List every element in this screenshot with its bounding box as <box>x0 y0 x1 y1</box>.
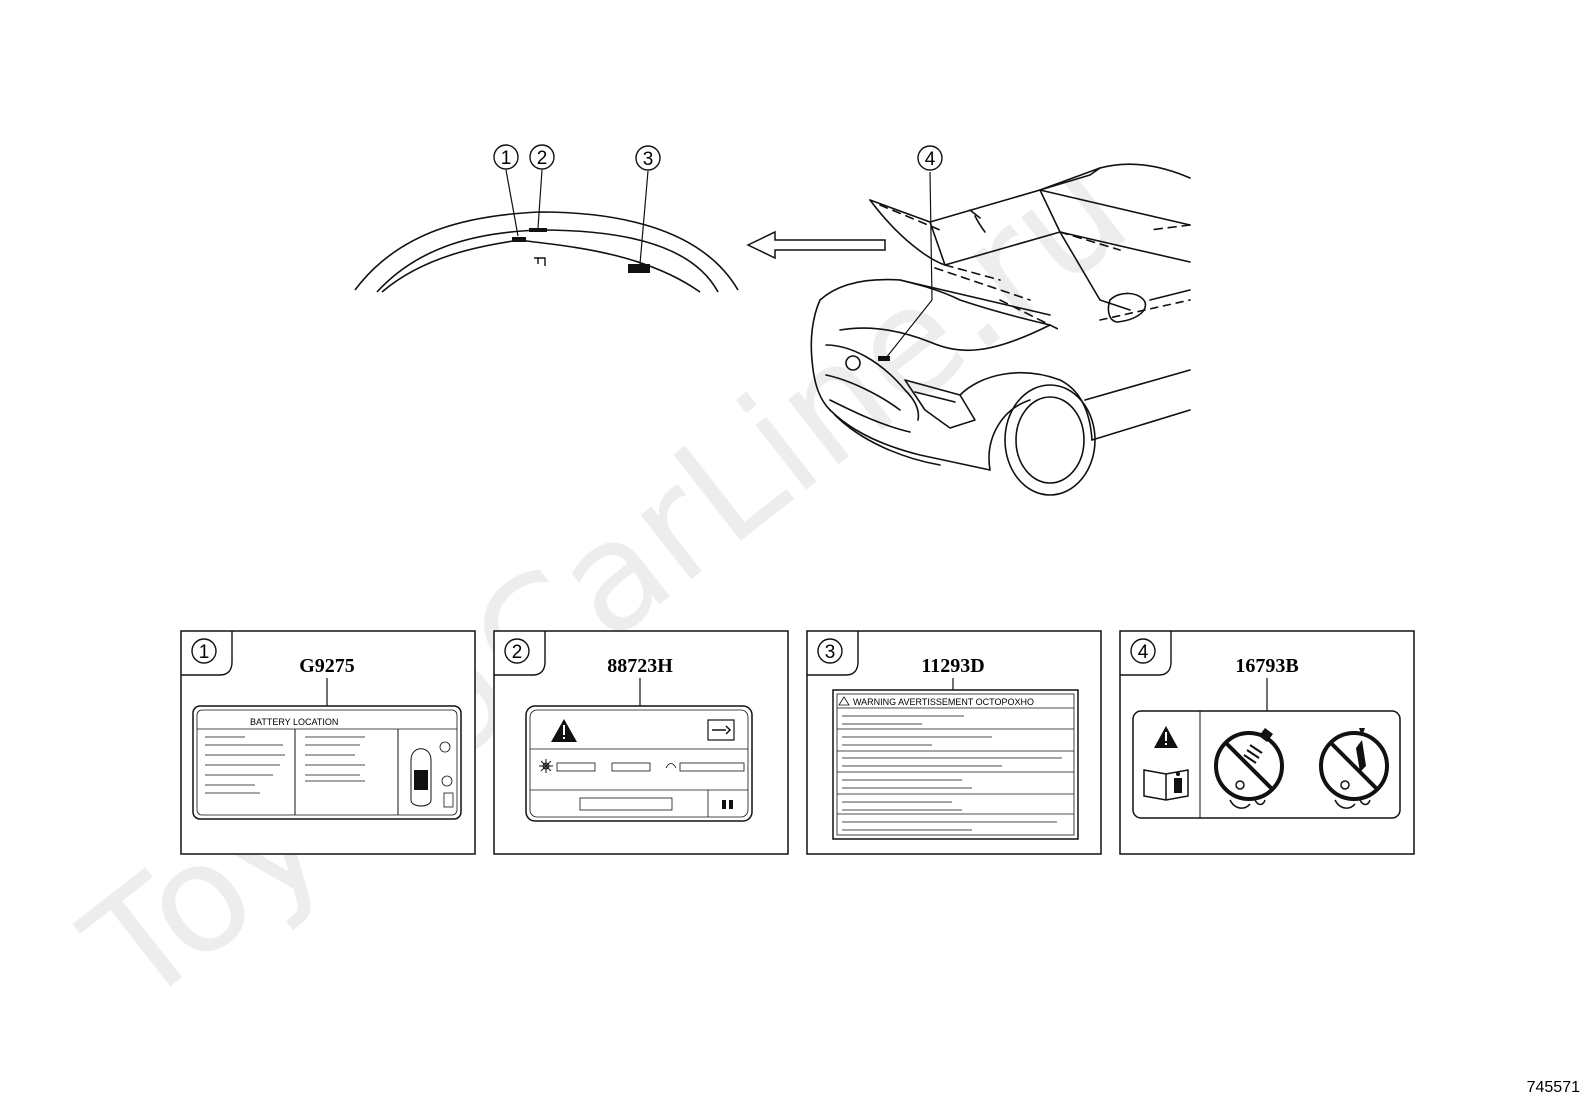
panel-index: 3 <box>825 642 836 663</box>
svg-text:2: 2 <box>537 148 548 169</box>
part-number: 88723H <box>607 655 673 677</box>
label-1-location-mark <box>512 237 526 242</box>
diagram-id: 745571 <box>1527 1079 1580 1096</box>
callout-1: 1 <box>493 144 519 170</box>
label-text: BATTERY LOCATION <box>250 717 338 727</box>
wrench-icon <box>707 719 735 741</box>
label-panel-1: 1 G9275 BATTERY LOCATION <box>180 630 476 855</box>
leader-line-4b <box>885 299 933 359</box>
panel-index: 4 <box>1138 642 1149 663</box>
panel-index: 1 <box>199 642 210 663</box>
callout-4: 4 <box>917 145 943 171</box>
fan-icon <box>539 759 553 773</box>
leader-lines-top <box>505 169 649 265</box>
warning-triangle-icon <box>551 719 577 742</box>
no-hand-fan-icon <box>1214 728 1284 809</box>
svg-text:4: 4 <box>925 149 936 170</box>
part-number: 11293D <box>921 655 984 677</box>
manual-info-icon <box>1143 769 1189 801</box>
no-tool-fan-icon <box>1319 728 1389 809</box>
part-number: 16793B <box>1235 655 1298 677</box>
watermark: ToyotaCarLine.ru <box>54 123 1158 1039</box>
svg-text:3: 3 <box>643 149 654 170</box>
callout-2: 2 <box>529 144 555 170</box>
car-illustration <box>810 163 1191 496</box>
label-panel-3: 3 11293D WARNING AVERTISSEMENT OCTOPOXHO <box>806 630 1102 855</box>
panel-index: 2 <box>512 642 523 663</box>
label-2-location-mark <box>529 228 547 232</box>
label-3-location-mark <box>628 264 650 273</box>
warning-triangle-icon <box>1154 726 1178 748</box>
callout-3: 3 <box>635 145 661 171</box>
direction-arrow <box>746 230 886 260</box>
label-panel-4: 4 16793B <box>1119 630 1415 855</box>
part-number: G9275 <box>299 655 355 677</box>
leader-line-4 <box>929 171 933 301</box>
label-panel-2: 2 88723H <box>493 630 789 855</box>
label-text: WARNING AVERTISSEMENT OCTOPOXHO <box>853 697 1034 707</box>
svg-text:1: 1 <box>501 148 512 169</box>
hood-section <box>354 211 739 293</box>
